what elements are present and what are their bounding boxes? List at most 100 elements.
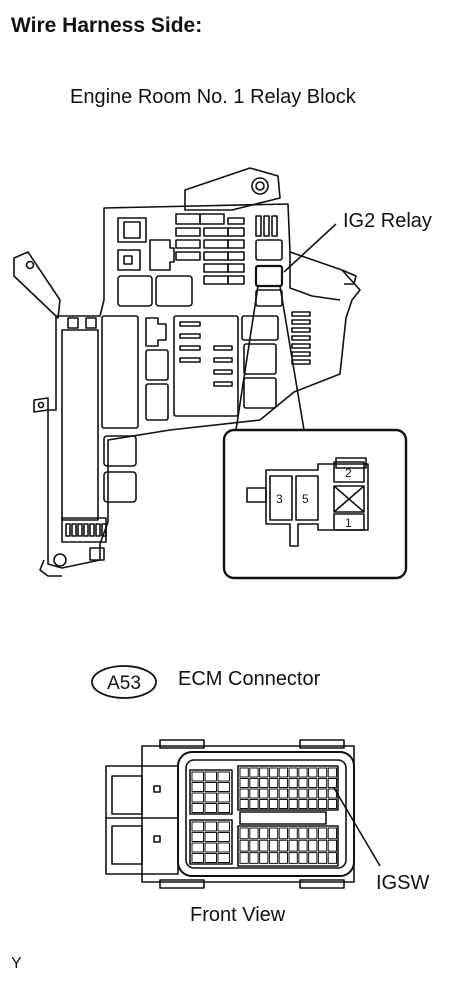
connector-code: A53 [107,673,141,694]
ecm-pin-cavity [249,788,259,799]
ecm-pin-cavity [298,778,308,788]
ecm-pin-cavity [268,778,279,788]
ecm-pin-cavity [249,827,259,840]
ecm-pin-cavity [278,839,289,852]
ecm-pin-cavity [308,852,318,864]
ecm-pin-cavity [217,771,230,782]
connector-code-badge [91,665,157,699]
ecm-pin-cavity [298,827,308,840]
ecm-pin-cavity [288,827,298,840]
ecm-pin-cavity [268,839,279,852]
ecm-pin-cavity [317,839,328,852]
ecm-pin-cavity [317,788,328,799]
ecm-pin-cavity [191,792,204,803]
ecm-pin-cavity [204,792,217,803]
ecm-pin-cavity [239,778,249,788]
ecm-pin-cavity [327,839,338,852]
ecm-pin-cavity [288,788,298,799]
relay-pin-5: 5 [302,492,309,506]
ecm-pin-cavity [278,852,289,864]
ecm-pin-cavity [278,767,289,778]
ecm-pin-cavity [249,799,259,809]
relay-block-title: Engine Room No. 1 Relay Block [70,86,356,108]
ecm-pin-cavity [278,827,289,840]
relay-pin-1: 1 [345,516,352,530]
igsw-leader-line [333,787,381,867]
ecm-pin-cavity [204,771,217,782]
ecm-pin-cavity [268,827,279,840]
ecm-pin-cavity [191,821,204,832]
front-view-label: Front View [190,904,286,926]
ecm-pin-cavity [259,827,269,840]
ecm-pin-cavity [268,852,279,864]
ecm-pin-cavity [259,852,269,864]
relay-pin-2: 2 [345,466,352,480]
ecm-pin-cavity [268,767,279,778]
ecm-pin-cavity [298,799,308,809]
ecm-pin-cavity [259,788,269,799]
zoom-line-left [235,285,259,431]
ig2-relay-leader-line [283,223,337,273]
relay-pin-3: 3 [276,492,283,506]
ecm-pin-cavity [204,803,217,813]
ecm-pin-cavity [259,799,269,809]
ecm-pin-cavity [239,799,249,809]
ecm-pin-cavity [191,853,204,863]
ecm-pin-cavity [278,799,289,809]
ecm-pin-cavity [317,767,328,778]
ecm-pin-cavity [288,778,298,788]
ecm-pin-cavity [204,853,217,863]
ecm-pin-cavity [259,778,269,788]
ecm-pin-cavity [308,788,318,799]
ecm-pin-cavity [308,799,318,809]
relay-block-drawing [13,167,361,577]
ecm-pin-cavity [217,853,230,863]
ecm-pin-cavity [327,852,338,864]
ecm-pin-cavity [268,799,279,809]
ecm-pin-cavity [191,832,204,842]
ecm-pin-cavity [308,778,318,788]
ecm-pin-cavity [249,778,259,788]
ecm-pin-cavity [191,771,204,782]
ecm-pin-cavity [288,767,298,778]
ecm-pin-cavity [217,782,230,792]
ecm-connector-drawing [105,739,355,889]
ecm-pin-cavity [308,827,318,840]
figure-code: Y [11,955,22,972]
ig2-relay-label: IG2 Relay [343,210,432,232]
ecm-pin-cavity [298,788,308,799]
ecm-pin-cavity [288,839,298,852]
ecm-pin-cavity [204,832,217,842]
igsw-pin-label: IGSW [376,872,430,894]
ecm-pin-cavity [259,839,269,852]
ecm-pin-cavity [298,767,308,778]
ecm-pin-cavity [327,767,338,778]
page-heading: Wire Harness Side: [11,14,203,37]
ecm-pin-cavity [191,842,204,853]
ecm-pin-cavity [249,767,259,778]
zoom-line-right [279,285,305,431]
ecm-pin-cavity [317,778,328,788]
ecm-pin-cavity [288,799,298,809]
ecm-pin-cavity [204,782,217,792]
ecm-pin-cavity [327,778,338,788]
ecm-pin-cavity [217,832,230,842]
ecm-pin-cavity [217,842,230,853]
ecm-pin-cavity [327,799,338,809]
ecm-pin-cavity [317,799,328,809]
ecm-pin-cavity [298,839,308,852]
ecm-pin-cavity [268,788,279,799]
ecm-pin-cavity [249,852,259,864]
ecm-pin-cavity [217,803,230,813]
ecm-pin-cavity [217,821,230,832]
ecm-pin-cavity [239,852,249,864]
ecm-pin-cavity [204,842,217,853]
ecm-pin-cavity [298,852,308,864]
ecm-pin-cavity [191,782,204,792]
ecm-pin-cavity [204,821,217,832]
ecm-pin-cavity [327,827,338,840]
ecm-pin-cavity [308,767,318,778]
ecm-pin-cavity [239,788,249,799]
ecm-pin-cavity [278,778,289,788]
